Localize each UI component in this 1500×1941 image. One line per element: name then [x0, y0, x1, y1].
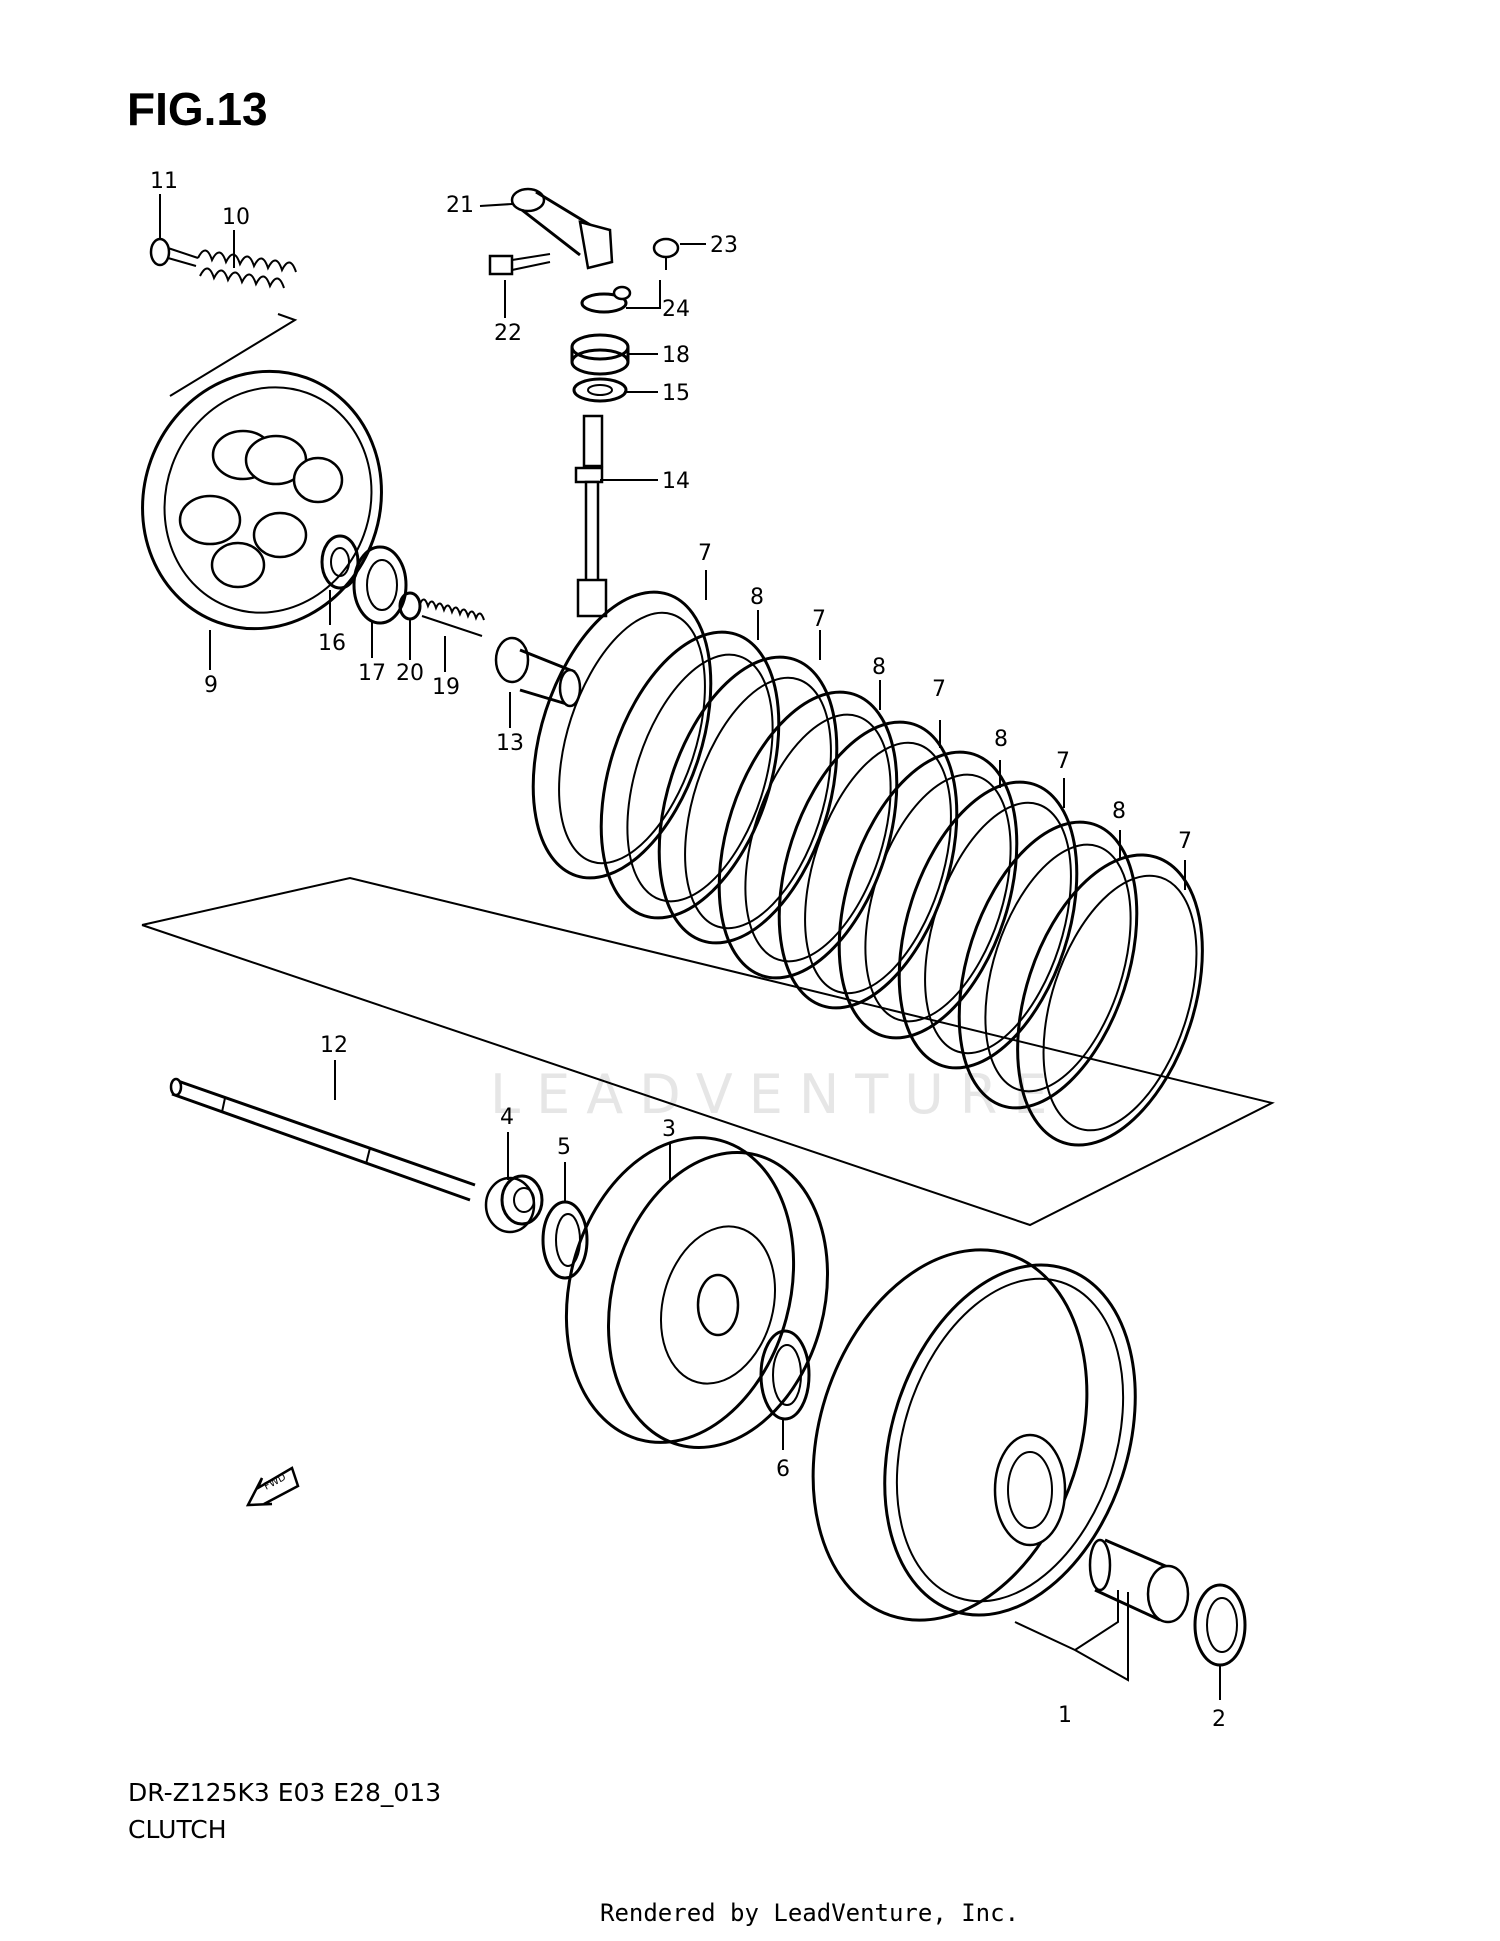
callout-8-b: 8	[872, 655, 886, 680]
callout-13: 13	[496, 731, 524, 756]
callout-22: 22	[494, 321, 522, 346]
part-23-screw[interactable]	[652, 237, 680, 270]
part-10-spring[interactable]	[197, 249, 297, 289]
part-6-washer[interactable]	[759, 1329, 811, 1421]
part-11-bolt[interactable]	[149, 237, 199, 267]
callout-12: 12	[320, 1033, 348, 1058]
part-7-drive-plate-3[interactable]	[746, 700, 990, 1031]
callout-17: 17	[358, 661, 386, 686]
part-8-driven-plate-4[interactable]	[926, 800, 1170, 1131]
part-1-spacer[interactable]	[1088, 1538, 1190, 1624]
diagram-caption: CLUTCH	[128, 1815, 227, 1844]
callout-19: 19	[432, 675, 460, 700]
callout-7-d: 7	[1056, 749, 1070, 774]
callout-7-e: 7	[1178, 829, 1192, 854]
callout-6: 6	[776, 1457, 790, 1482]
part-12-push-rod[interactable]	[169, 1077, 476, 1202]
part-2-washer[interactable]	[1193, 1583, 1247, 1667]
callout-24: 24	[662, 297, 690, 322]
callout-21: 21	[446, 193, 474, 218]
callout-10: 10	[222, 205, 250, 230]
callout-7-b: 7	[812, 607, 826, 632]
callout-7-c: 7	[932, 677, 946, 702]
callout-23: 23	[710, 233, 738, 258]
part-4-nut[interactable]	[484, 1174, 544, 1234]
footer-credit: Rendered by LeadVenture, Inc.	[600, 1899, 1020, 1927]
fwd-arrow-icon: FWD	[245, 1466, 300, 1507]
part-1-clutch-housing[interactable]	[768, 1214, 1178, 1656]
part-3-sleeve-hub[interactable]	[534, 1112, 860, 1473]
part-9-pressure-plate[interactable]	[107, 337, 418, 662]
part-17-bearing[interactable]	[352, 545, 408, 625]
plate-stack-outline	[141, 876, 1275, 1227]
callout-18: 18	[662, 343, 690, 368]
callout-2: 2	[1212, 1707, 1226, 1732]
callout-8-c: 8	[994, 727, 1008, 752]
part-14-release-shaft[interactable]	[574, 414, 608, 618]
callout-16: 16	[318, 631, 346, 656]
part-24-washer[interactable]	[580, 285, 632, 314]
leader-line	[169, 313, 298, 397]
callout-3: 3	[662, 1117, 676, 1142]
part-7-drive-plate-2[interactable]	[626, 635, 870, 966]
callout-7-a: 7	[698, 541, 712, 566]
part-7-drive-plate-4[interactable]	[866, 760, 1110, 1091]
model-code: DR-Z125K3 E03 E28_013	[128, 1778, 442, 1807]
callout-8-a: 8	[750, 585, 764, 610]
part-22-bolt[interactable]	[488, 253, 551, 276]
callout-20: 20	[396, 661, 424, 686]
part-21-release-arm[interactable]	[510, 187, 614, 270]
part-16-washer[interactable]	[320, 534, 360, 590]
callout-9: 9	[204, 673, 218, 698]
callout-15: 15	[662, 381, 690, 406]
callout-5: 5	[557, 1135, 571, 1160]
figure-title: FIG.13	[127, 83, 268, 135]
callout-labels: 11 10 9 16 17 20 19 13 14 15 18 24 23 21…	[150, 169, 1226, 1732]
callout-4: 4	[500, 1105, 514, 1130]
part-7-drive-plate-1[interactable]	[500, 570, 744, 901]
part-20-nut[interactable]	[398, 591, 422, 621]
part-8-driven-plate-1[interactable]	[568, 610, 812, 941]
part-13-push-rod[interactable]	[494, 636, 582, 708]
callout-1: 1	[1058, 1703, 1072, 1728]
part-8-driven-plate-3[interactable]	[806, 730, 1050, 1061]
part-19-adjust-screw[interactable]	[419, 598, 485, 637]
part-15-washer[interactable]	[572, 377, 628, 403]
leader-lines	[159, 194, 1221, 1700]
part-18-oil-seal[interactable]	[570, 333, 630, 376]
callout-11: 11	[150, 169, 178, 194]
callout-8-d: 8	[1112, 799, 1126, 824]
part-7-drive-plate-5[interactable]	[984, 831, 1236, 1168]
callout-14: 14	[662, 469, 690, 494]
